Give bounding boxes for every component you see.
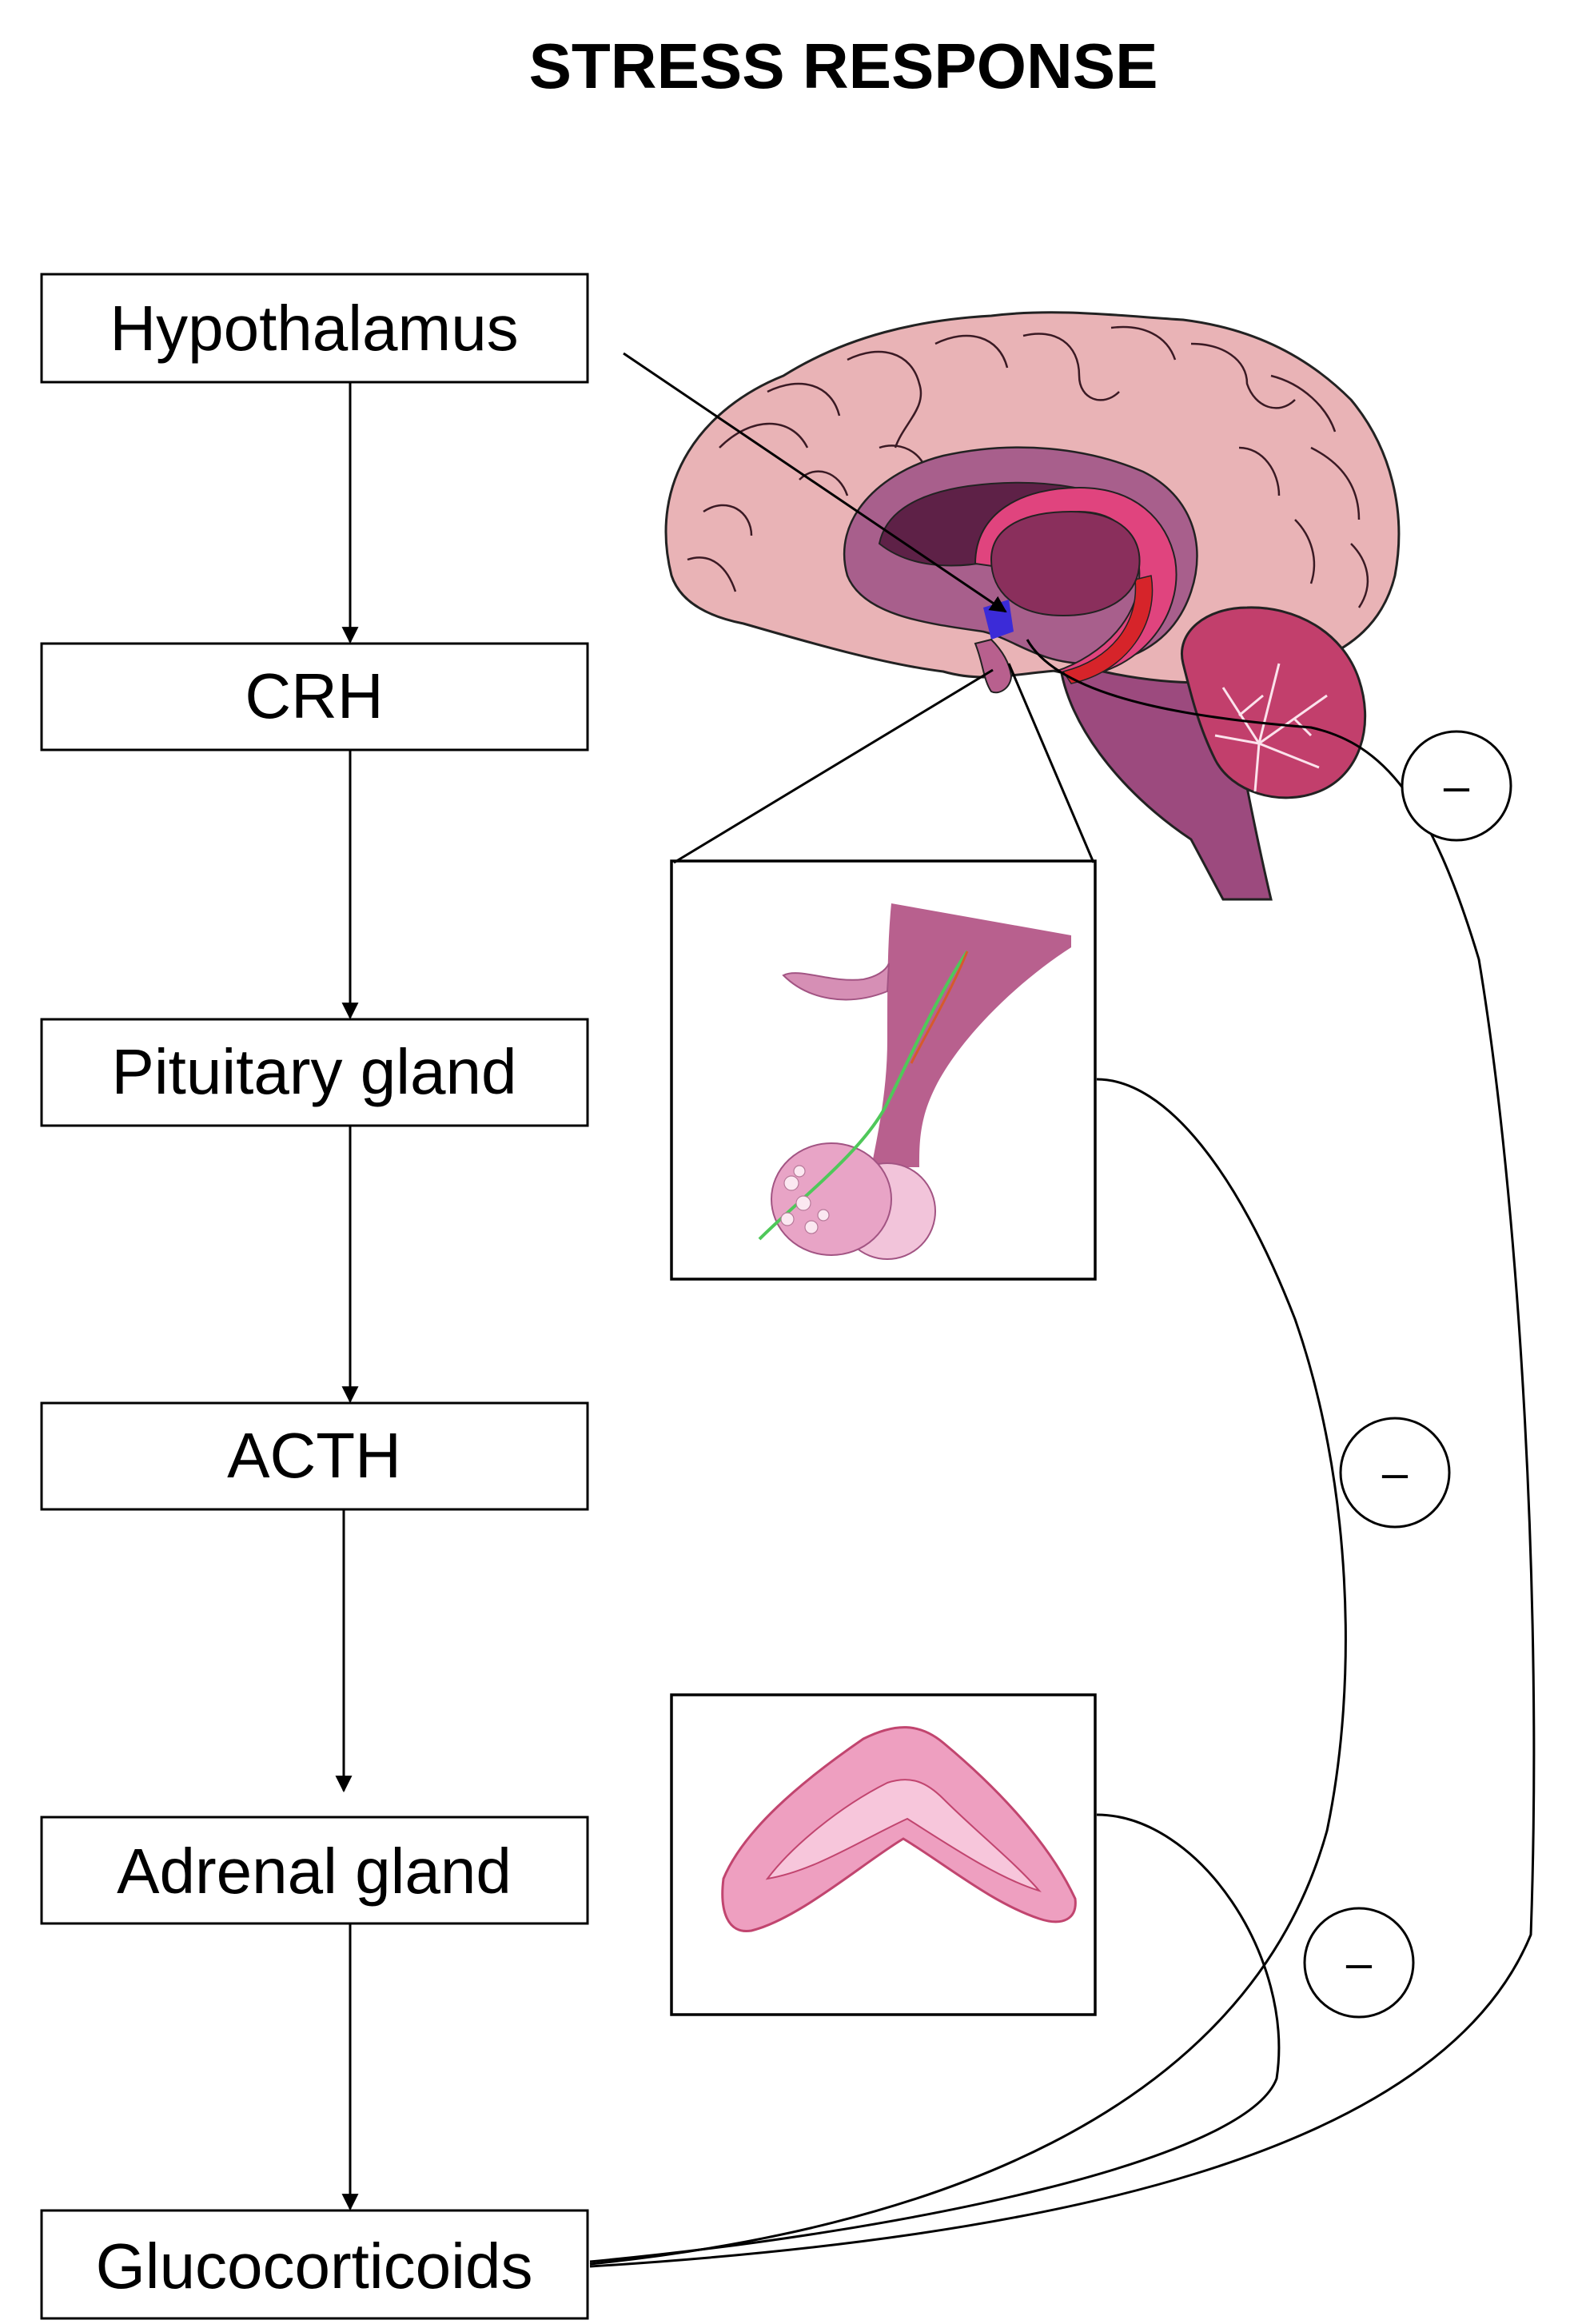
flow-box-glucocorticoids: Glucocorticoids <box>40 2209 589 2320</box>
box-label-acth: ACTH <box>227 1420 401 1491</box>
pituitary-inset <box>670 663 1097 1281</box>
feedback-sign-adrenal: – <box>1303 1907 1415 2019</box>
box-label-adrenal: Adrenal gland <box>117 1836 512 1907</box>
flow-box-pituitary: Pituitary gland <box>40 1018 589 1127</box>
box-label-pituitary: Pituitary gland <box>112 1036 517 1107</box>
flow-box-acth: ACTH <box>40 1401 589 1511</box>
flow-arrows <box>335 382 359 2211</box>
diagram-title: STRESS RESPONSE <box>529 30 1158 102</box>
box-label-hypothalamus: Hypothalamus <box>110 293 518 364</box>
feedback-curve-pituitary <box>589 1078 1347 2266</box>
box-label-glucocorticoids: Glucocorticoids <box>96 2230 533 2302</box>
adrenal-inset <box>670 1693 1097 2016</box>
brain-illustration <box>664 311 1401 901</box>
minus-sign-2: – <box>1382 1447 1409 1499</box>
flow-box-crh: CRH <box>40 642 589 751</box>
flow-box-adrenal: Adrenal gland <box>40 1816 589 1925</box>
minus-sign-3: – <box>1346 1937 1373 1989</box>
feedback-curves <box>589 639 1536 2268</box>
hypothalamus-pointer-arrow <box>623 352 1007 613</box>
feedback-curve-adrenal <box>589 1813 1281 2263</box>
box-label-crh: CRH <box>245 660 383 731</box>
minus-sign-1: – <box>1444 760 1470 812</box>
feedback-sign-pituitary: – <box>1339 1417 1451 1529</box>
feedback-curve-hypothalamus <box>589 639 1536 2268</box>
cerebellum-arbor <box>1214 663 1328 792</box>
feedback-sign-hypothalamus: – <box>1401 730 1512 842</box>
flow-box-hypothalamus: Hypothalamus <box>40 273 589 384</box>
